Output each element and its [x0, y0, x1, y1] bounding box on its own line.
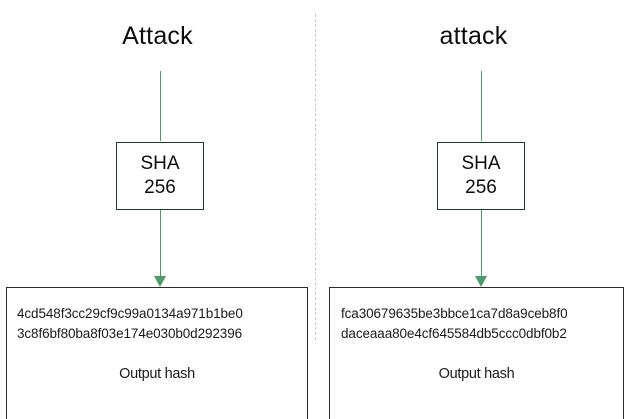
hash-value-right: fca30679635be3bbce1ca7d8a9ceb8f0 daceaaa…	[341, 304, 615, 344]
sha-box-line2: 256	[465, 177, 497, 198]
arrow-hash-to-output-right	[475, 210, 488, 288]
panel-divider	[315, 14, 316, 340]
hash-line-2: daceaaa80e4cf645584db5ccc0dbf0b2	[341, 326, 567, 341]
output-hash-caption-left: Output hash	[119, 366, 195, 382]
arrow-shaft	[481, 71, 482, 141]
output-hash-box-right: fca30679635be3bbce1ca7d8a9ceb8f0 daceaaa…	[329, 287, 624, 419]
output-hash-caption-right: Output hash	[438, 366, 515, 382]
input-label-left: Attack	[122, 22, 193, 50]
hash-line-1: fca30679635be3bbce1ca7d8a9ceb8f0	[341, 306, 568, 321]
sha-box-line2: 256	[144, 177, 176, 198]
sha-box-line1: SHA	[461, 153, 501, 174]
hash-line-1: 4cd548f3cc29cf9c99a0134a971b1be0	[17, 306, 243, 321]
input-label-right: attack	[439, 22, 508, 50]
arrow-hash-to-output-left	[154, 210, 167, 288]
output-hash-box-left: 4cd548f3cc29cf9c99a0134a971b1be0 3c8f6bf…	[6, 287, 308, 419]
arrow-input-to-hash-right	[475, 71, 488, 141]
arrow-head-icon	[475, 276, 487, 287]
arrow-shaft	[160, 71, 161, 141]
sha256-box-left: SHA 256	[116, 142, 204, 210]
arrow-shaft	[481, 210, 482, 277]
hash-value-left: 4cd548f3cc29cf9c99a0134a971b1be0 3c8f6bf…	[17, 304, 299, 344]
arrow-shaft	[160, 210, 161, 277]
sha-box-line1: SHA	[140, 153, 180, 174]
arrow-input-to-hash-left	[154, 71, 167, 141]
hash-line-2: 3c8f6bf80ba8f03e174e030b0d292396	[17, 326, 243, 341]
arrow-head-icon	[154, 276, 166, 287]
sha256-box-right: SHA 256	[437, 142, 525, 210]
